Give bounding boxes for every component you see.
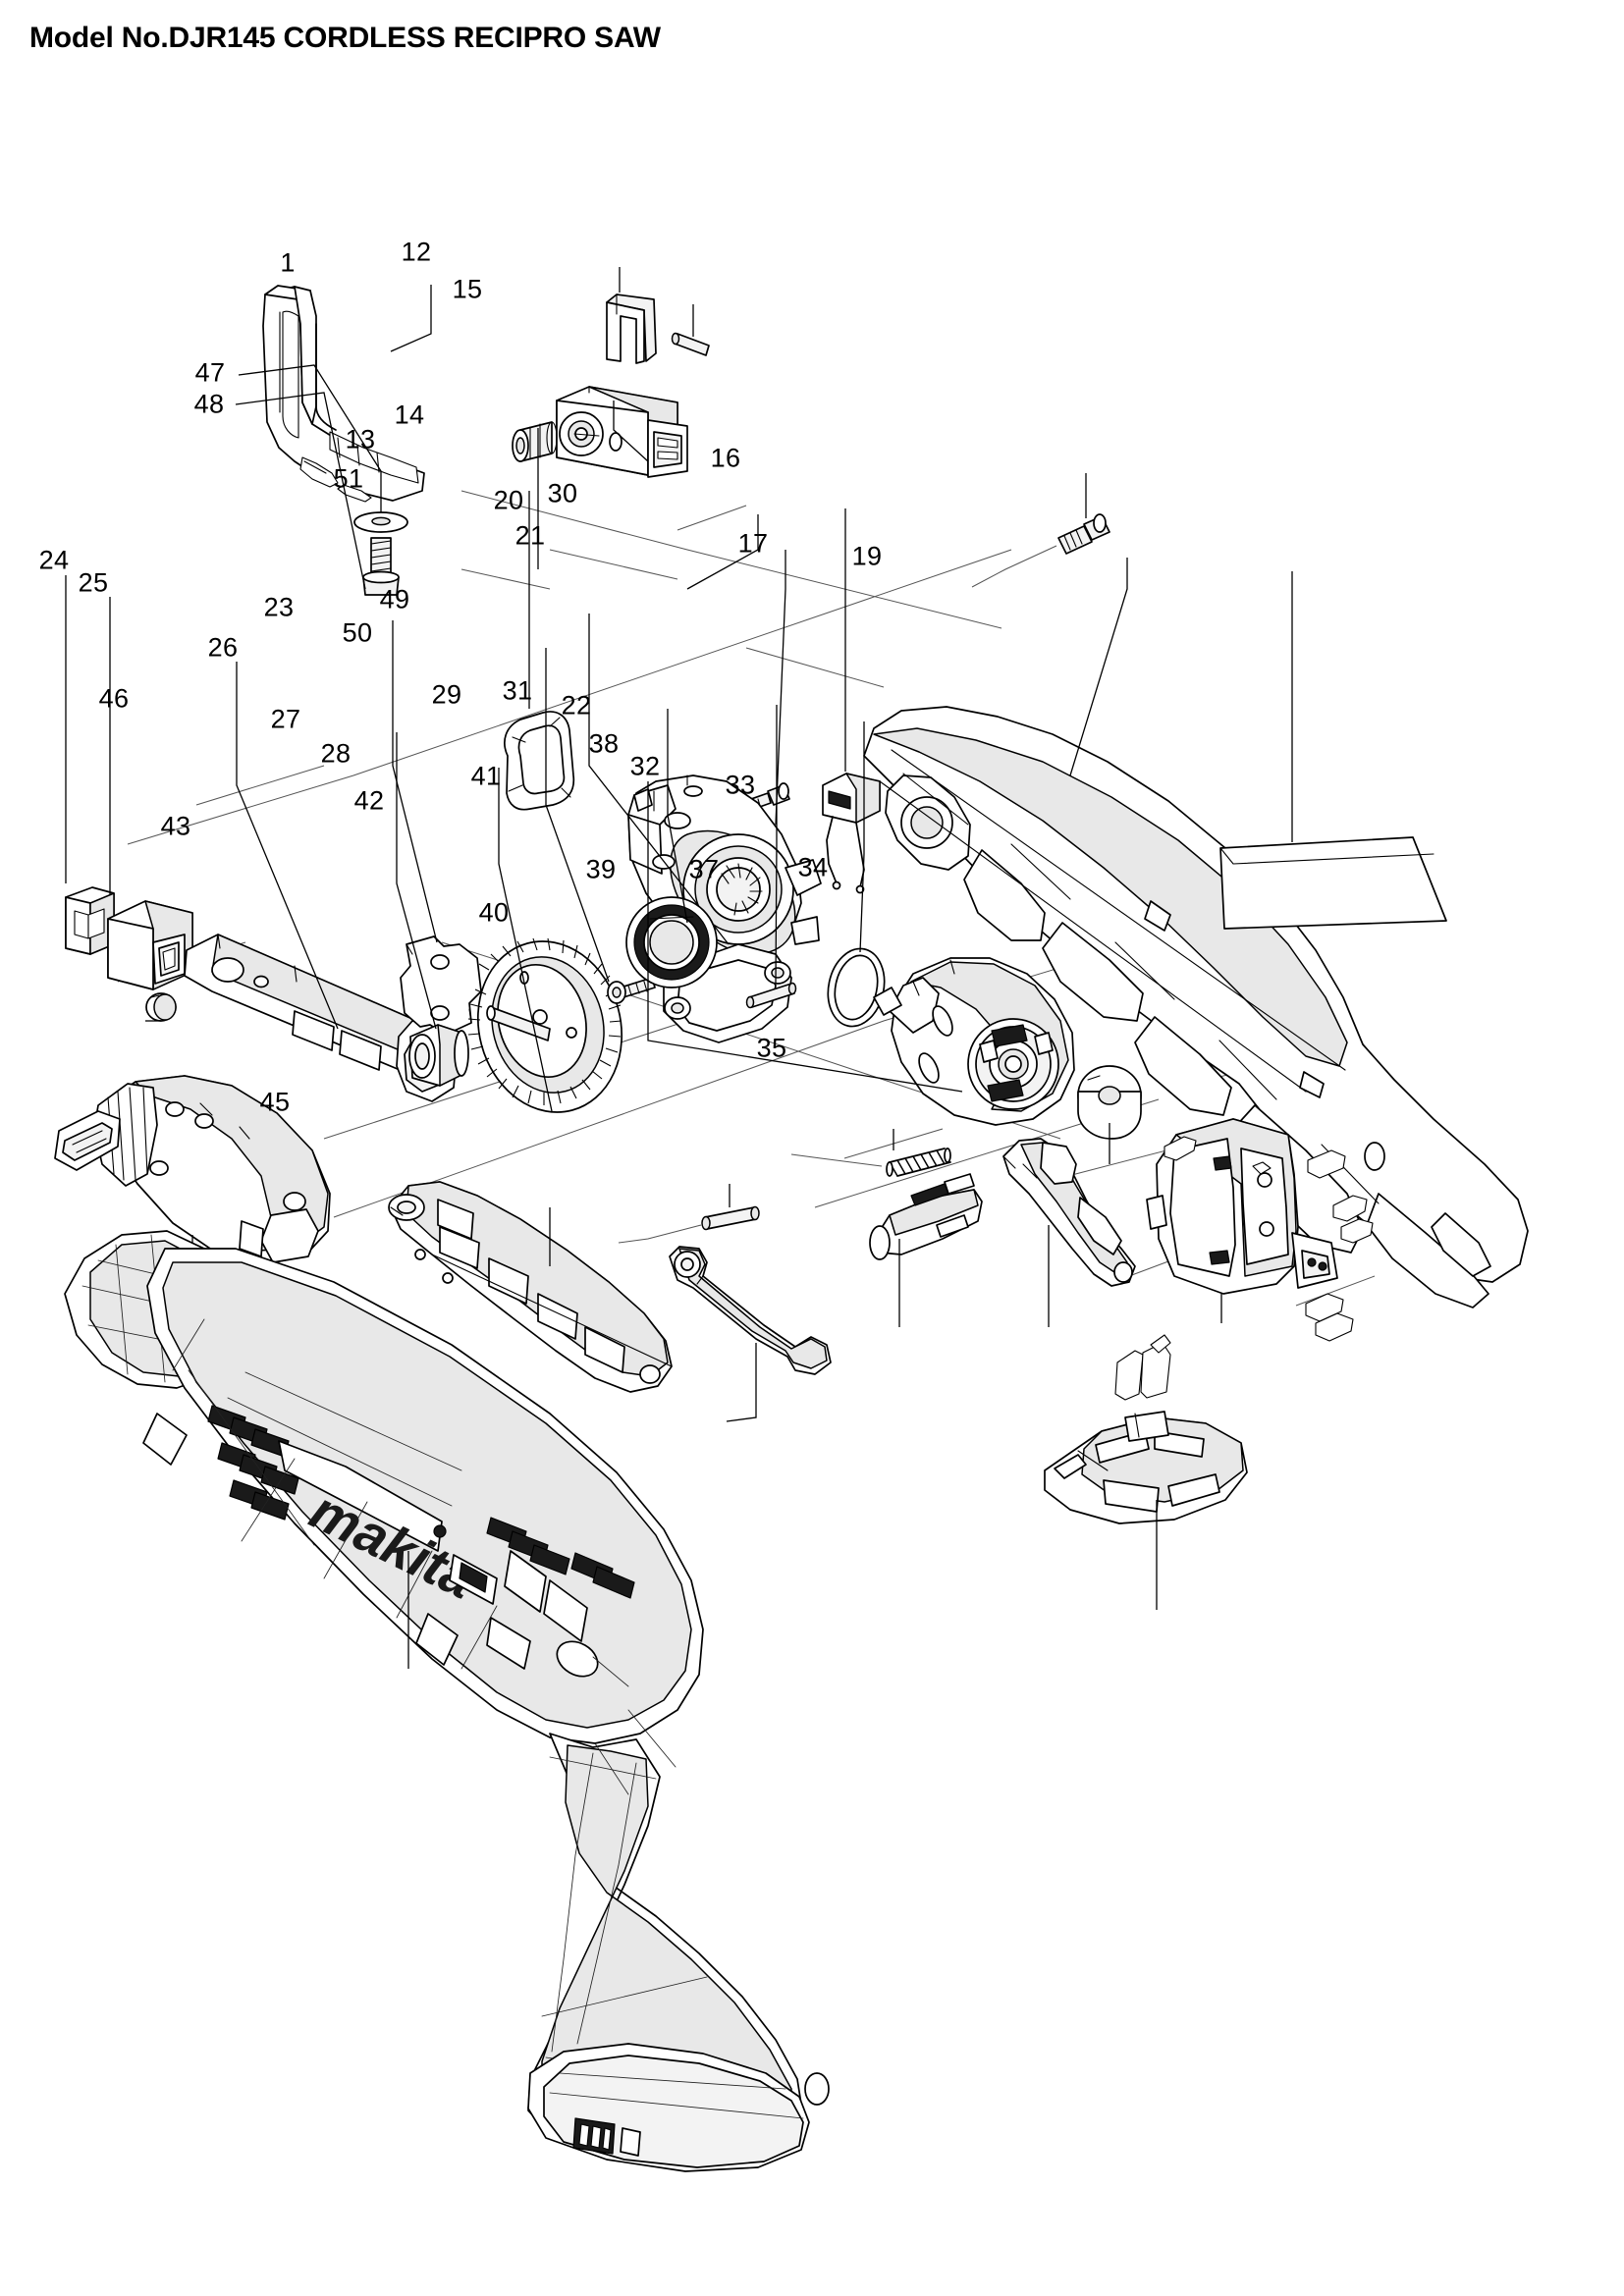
leader-47 xyxy=(238,364,382,512)
callout-31[interactable]: 31 xyxy=(502,675,533,706)
leader-27 xyxy=(396,732,437,1030)
callout-32[interactable]: 32 xyxy=(629,751,661,781)
part-32-motor xyxy=(873,957,1075,1126)
part-30-led-switch-lead xyxy=(822,773,881,894)
callout-40[interactable]: 40 xyxy=(478,897,510,928)
callout-39[interactable]: 39 xyxy=(585,854,617,884)
leader-17 xyxy=(1069,558,1128,776)
callout-45[interactable]: 45 xyxy=(259,1087,291,1117)
part-15-pin xyxy=(671,332,710,356)
callout-14[interactable]: 14 xyxy=(394,400,425,430)
callout-1[interactable]: 1 xyxy=(280,247,296,278)
part-40-lever-arm xyxy=(669,1246,832,1375)
leader-32 xyxy=(647,781,963,1093)
callout-51[interactable]: 51 xyxy=(333,463,364,494)
callout-49[interactable]: 49 xyxy=(379,584,410,614)
part-28-bevel-gear xyxy=(467,937,623,1113)
leader-41-dash xyxy=(618,1224,702,1244)
leader-23 xyxy=(392,620,438,943)
page-title: Model No.DJR145 CORDLESS RECIPRO SAW xyxy=(29,22,661,54)
leader-22 xyxy=(859,721,865,953)
callout-50[interactable]: 50 xyxy=(342,617,373,648)
wire-terminals xyxy=(1164,1136,1374,1342)
part-45-complete-tool-assembly: makita xyxy=(64,1230,830,2172)
callout-46[interactable]: 46 xyxy=(98,683,130,714)
part-51-rubber-grommet-ring xyxy=(504,711,575,811)
leader-40 xyxy=(726,1343,757,1422)
leader-31 xyxy=(775,705,778,985)
part-22-o-ring xyxy=(827,947,886,1028)
part-12-u-clip xyxy=(606,294,657,364)
callout-20[interactable]: 20 xyxy=(493,485,524,515)
callout-38[interactable]: 38 xyxy=(588,728,620,759)
part-39-slide-pin-body xyxy=(869,1173,983,1260)
leader-48 xyxy=(235,392,366,590)
leader-1 xyxy=(390,285,432,352)
callout-27[interactable]: 27 xyxy=(270,704,301,734)
leader-14 xyxy=(613,400,649,462)
part-46-cap-plug xyxy=(145,992,177,1022)
part-47-flat-washer xyxy=(353,511,408,533)
callout-23[interactable]: 23 xyxy=(263,592,295,622)
part-17-housing-half-right xyxy=(863,706,1529,1308)
callout-35[interactable]: 35 xyxy=(756,1033,787,1063)
callout-26[interactable]: 26 xyxy=(207,632,239,663)
callout-37[interactable]: 37 xyxy=(688,854,720,884)
callout-13[interactable]: 13 xyxy=(345,424,376,454)
callout-42[interactable]: 42 xyxy=(353,785,385,816)
part-33-rubber-ring-cap xyxy=(1077,1065,1142,1140)
part-38-compression-spring xyxy=(886,1148,951,1177)
part-43-motor-bracket-assembly xyxy=(54,1075,331,1265)
callout-28[interactable]: 28 xyxy=(320,738,352,769)
part-41-roll-pin xyxy=(701,1205,760,1231)
callout-19[interactable]: 19 xyxy=(851,541,883,571)
leader-16-dash xyxy=(971,545,1057,588)
part-19-nameplate-label xyxy=(1219,836,1447,930)
leader-28 xyxy=(498,768,553,1112)
callout-22[interactable]: 22 xyxy=(561,690,592,721)
leader-20 xyxy=(686,514,759,590)
callout-34[interactable]: 34 xyxy=(797,852,829,882)
part-24-guide-plate xyxy=(65,886,115,955)
callout-17[interactable]: 17 xyxy=(737,528,769,559)
part-50-screw-small xyxy=(607,977,656,1004)
callout-21[interactable]: 21 xyxy=(514,520,546,551)
callout-30[interactable]: 30 xyxy=(547,478,578,508)
part-25-slider-block xyxy=(107,900,193,990)
part-14-blade-holder-block xyxy=(556,386,688,478)
callout-16[interactable]: 16 xyxy=(710,443,741,473)
callout-15[interactable]: 15 xyxy=(452,274,483,304)
leader-26 xyxy=(236,662,339,1030)
part-29-ball-bearing xyxy=(625,896,718,988)
part-27-bushing xyxy=(408,1024,469,1087)
callout-33[interactable]: 33 xyxy=(725,770,756,800)
part-13-sleeve-bush xyxy=(512,421,600,462)
leader-49 xyxy=(588,614,730,945)
part-42-housing-half-left xyxy=(388,1181,673,1393)
part-37-trigger-lever xyxy=(1002,1138,1136,1287)
callout-24[interactable]: 24 xyxy=(38,545,70,575)
leader-29 xyxy=(667,709,688,924)
part-48-pan-head-screw xyxy=(362,537,400,596)
callout-29[interactable]: 29 xyxy=(431,679,462,710)
part-23-retainer-plate xyxy=(400,935,482,1036)
callout-47[interactable]: 47 xyxy=(194,357,226,388)
callout-43[interactable]: 43 xyxy=(160,811,191,841)
part-35-terminal-block xyxy=(1044,1334,1248,1524)
callout-48[interactable]: 48 xyxy=(193,389,225,419)
callout-41[interactable]: 41 xyxy=(470,761,502,791)
callout-25[interactable]: 25 xyxy=(78,567,109,598)
leader-38-dash xyxy=(790,1153,883,1167)
leader-21 xyxy=(775,550,786,826)
part-1-shoe-base-assembly xyxy=(262,285,425,503)
part-31-pin-shaft xyxy=(745,982,797,1009)
leader-50 xyxy=(545,648,610,983)
part-16-tapping-screw xyxy=(1057,513,1110,555)
callout-12[interactable]: 12 xyxy=(401,237,432,267)
